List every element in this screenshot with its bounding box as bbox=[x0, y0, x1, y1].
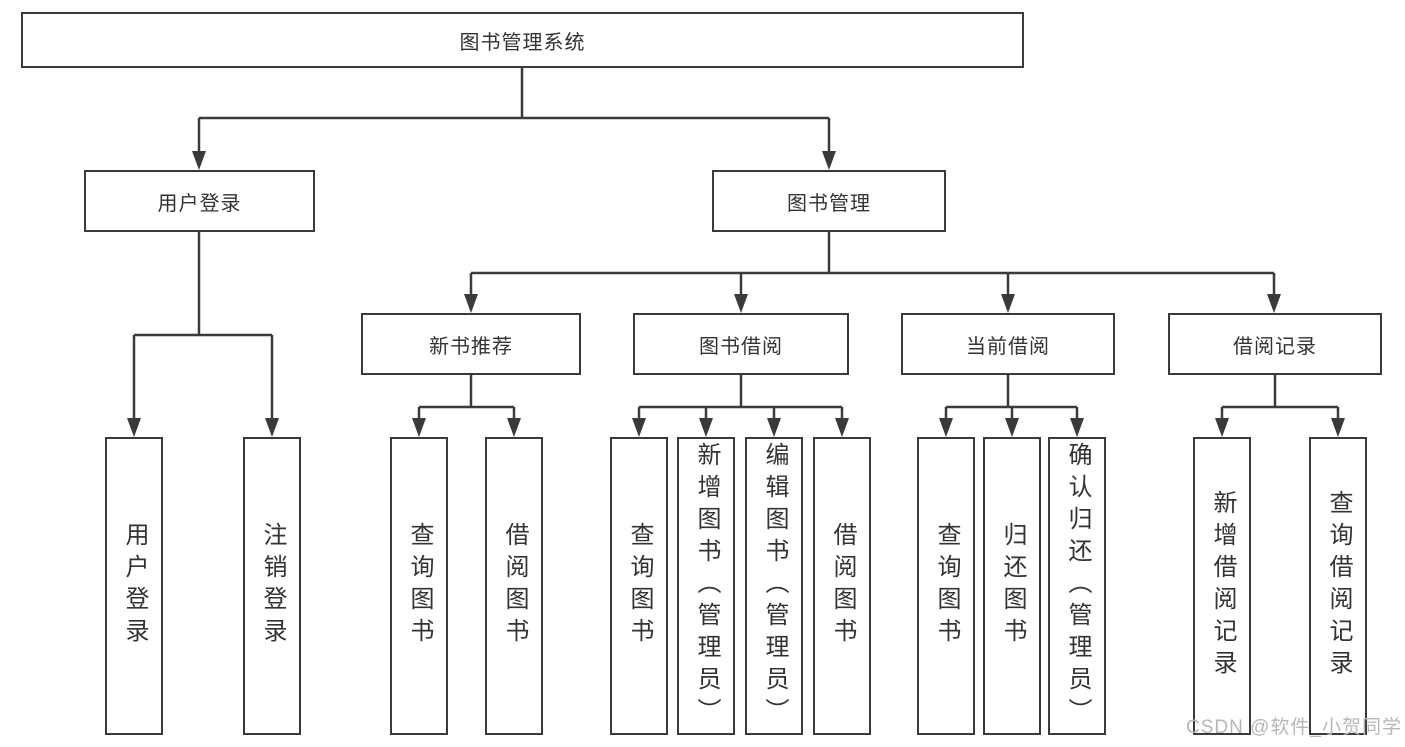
arrowhead bbox=[1001, 294, 1015, 313]
arrowhead bbox=[127, 418, 141, 437]
connector-current-borrow bbox=[944, 375, 1079, 423]
arrowhead bbox=[1070, 418, 1084, 437]
arrowhead bbox=[192, 151, 206, 170]
arrowhead bbox=[265, 418, 279, 437]
leaf-edit-book-admin: 编辑图书（管理员） bbox=[745, 437, 803, 735]
connector-new-book bbox=[417, 375, 516, 423]
arrowhead bbox=[822, 151, 836, 170]
node-borrow-records: 借阅记录 bbox=[1168, 313, 1382, 375]
arrowhead bbox=[939, 418, 953, 437]
arrowhead bbox=[507, 418, 521, 437]
leaf-add-book-admin: 新增图书（管理员） bbox=[677, 437, 735, 735]
leaf-return-book: 归还图书 bbox=[983, 437, 1041, 735]
arrowhead bbox=[699, 418, 713, 437]
connector-book-management bbox=[469, 232, 1276, 299]
arrowhead bbox=[767, 418, 781, 437]
connector-root bbox=[197, 68, 831, 156]
leaf-borrow-books: 借阅图书 bbox=[813, 437, 871, 735]
arrowhead bbox=[412, 418, 426, 437]
arrowhead bbox=[1215, 418, 1229, 437]
connector-user-login bbox=[132, 232, 274, 423]
leaf-confirm-return-admin: 确认归还（管理员） bbox=[1048, 437, 1106, 735]
arrowhead bbox=[1267, 294, 1281, 313]
arrowhead bbox=[1005, 418, 1019, 437]
arrowhead bbox=[734, 294, 748, 313]
arrowhead bbox=[632, 418, 646, 437]
node-book-borrow: 图书借阅 bbox=[633, 313, 849, 375]
leaf-user-login: 用户登录 bbox=[105, 437, 163, 735]
leaf-query-books-current: 查询图书 bbox=[917, 437, 975, 735]
leaf-logout: 注销登录 bbox=[243, 437, 301, 735]
node-book-management: 图书管理 bbox=[712, 170, 946, 232]
node-user-login: 用户登录 bbox=[84, 170, 315, 232]
arrowhead bbox=[464, 294, 478, 313]
leaf-query-books-borrow: 查询图书 bbox=[610, 437, 668, 735]
connector-borrow-records bbox=[1220, 375, 1340, 423]
arrowhead bbox=[835, 418, 849, 437]
node-current-borrow: 当前借阅 bbox=[901, 313, 1115, 375]
leaf-add-borrow-record: 新增借阅记录 bbox=[1193, 437, 1251, 735]
node-book-management-system: 图书管理系统 bbox=[21, 12, 1024, 68]
connector-book-borrow bbox=[637, 375, 844, 423]
leaf-query-books-recommend: 查询图书 bbox=[390, 437, 448, 735]
arrowhead bbox=[1331, 418, 1345, 437]
leaf-borrow-books-recommend: 借阅图书 bbox=[485, 437, 543, 735]
watermark-text: CSDN @软件_小贺同学 bbox=[1186, 717, 1402, 738]
leaf-query-borrow-record: 查询借阅记录 bbox=[1309, 437, 1367, 735]
node-new-book-recommend: 新书推荐 bbox=[361, 313, 581, 375]
